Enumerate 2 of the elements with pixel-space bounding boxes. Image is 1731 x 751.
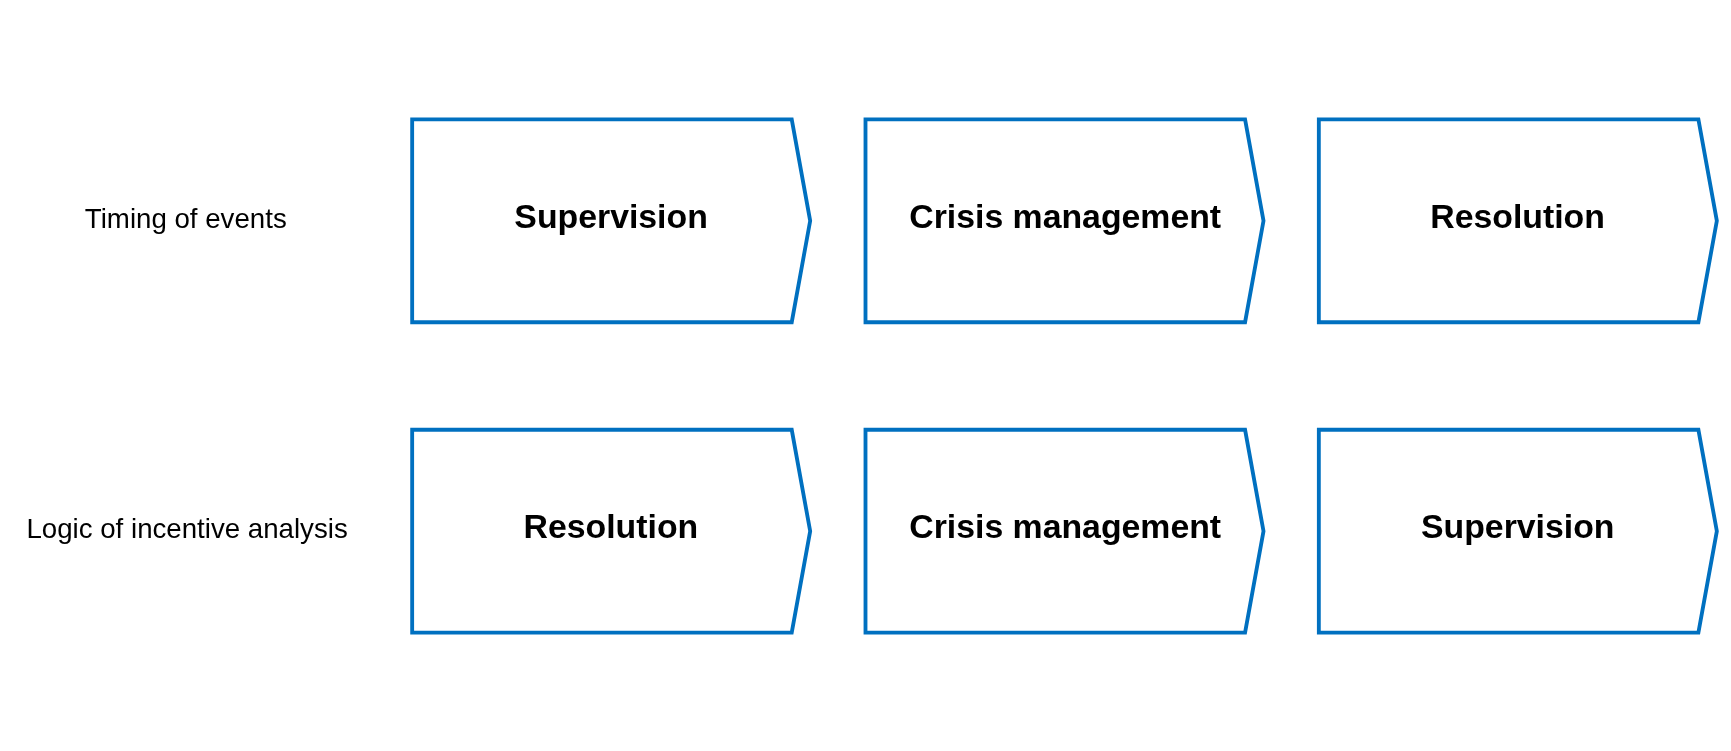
label: Logic of incentive analysis [26, 512, 348, 544]
label: Timing of events [84, 202, 287, 234]
